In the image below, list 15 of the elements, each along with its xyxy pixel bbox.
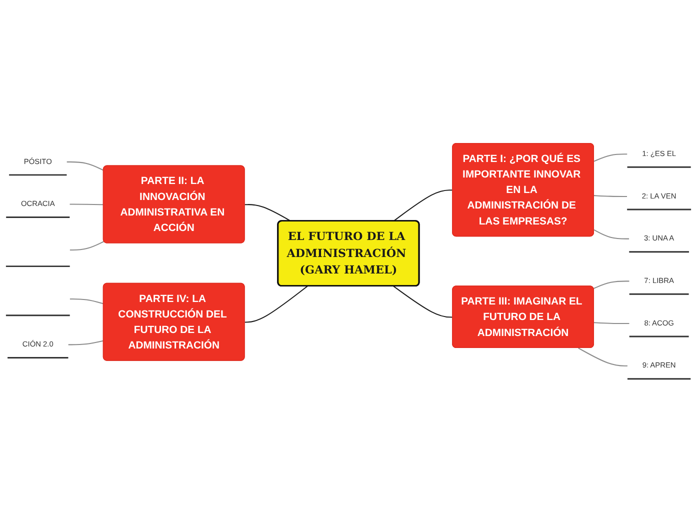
- connector: [594, 322, 630, 324]
- connector: [593, 280, 630, 289]
- connector: [393, 286, 453, 318]
- connector: [594, 154, 628, 162]
- connector: [594, 195, 628, 197]
- connector: [594, 229, 630, 240]
- connector: [66, 161, 104, 171]
- connector: [70, 240, 104, 250]
- connector: [244, 286, 308, 323]
- connector: [70, 204, 104, 206]
- connector: [393, 190, 453, 222]
- connector: [578, 348, 628, 366]
- connector: [68, 340, 104, 346]
- connector: [70, 298, 104, 304]
- connector: [244, 204, 292, 222]
